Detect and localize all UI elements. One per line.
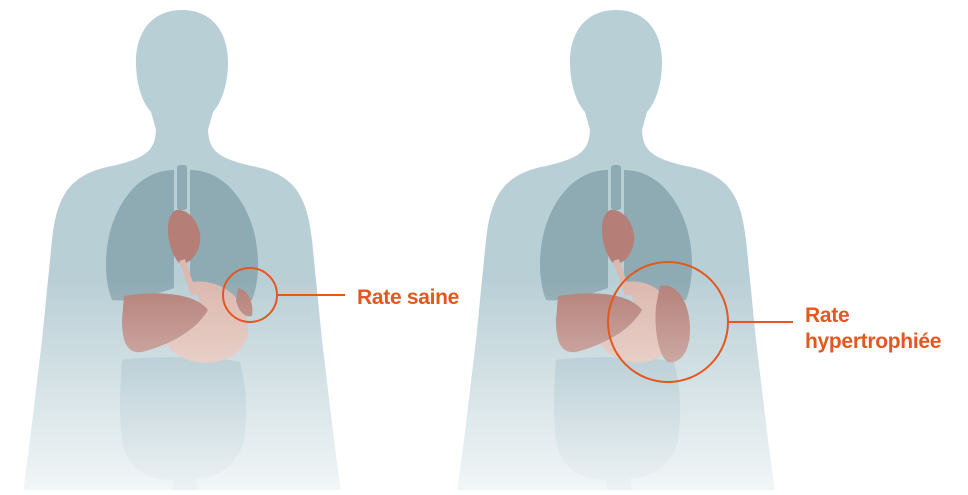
label-enlarged-line2: hypertrophiée	[805, 329, 941, 355]
fade-overlay	[22, 10, 342, 490]
fade-overlay	[456, 10, 776, 490]
label-enlarged-line1: Rate	[805, 303, 941, 329]
label-enlarged-spleen: Rate hypertrophiée	[805, 303, 941, 355]
figure-healthy	[22, 10, 342, 490]
label-healthy-spleen: Rate saine	[357, 285, 459, 311]
figure-enlarged	[456, 10, 776, 490]
